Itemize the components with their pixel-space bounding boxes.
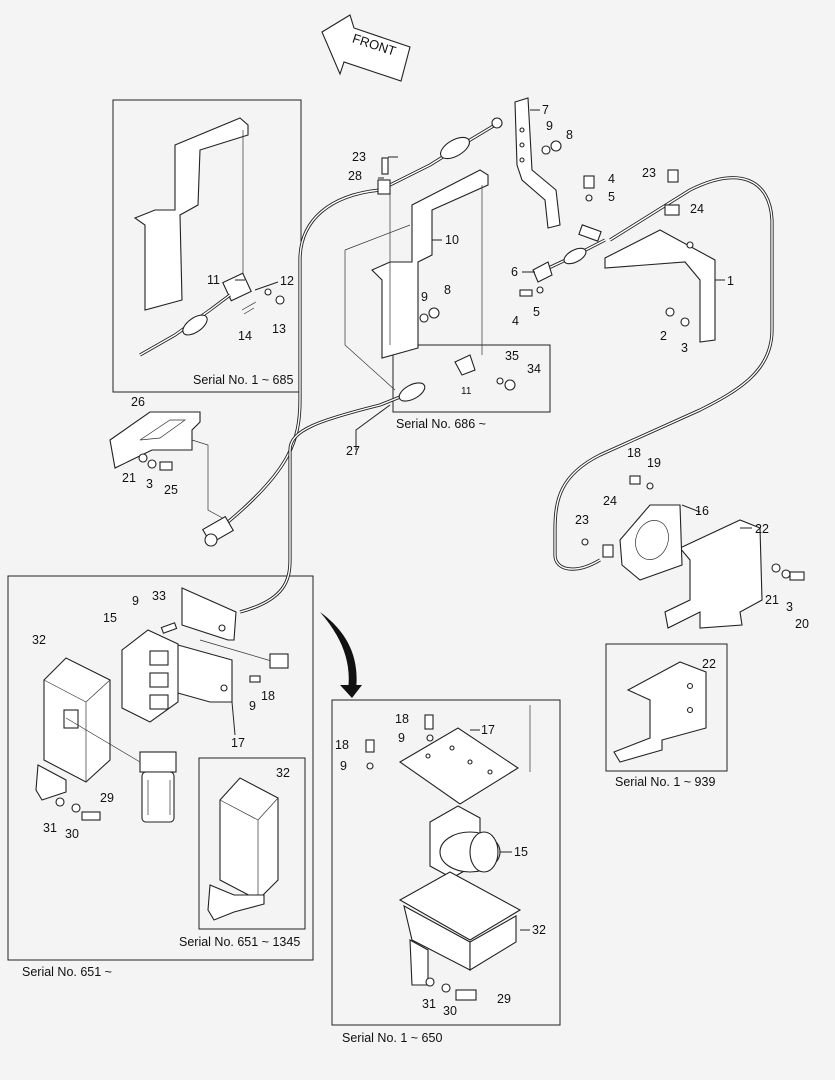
callout-3: 3	[786, 600, 793, 614]
caption-serial-1-650: Serial No. 1 ~ 650	[342, 1031, 442, 1045]
callout-12: 12	[280, 274, 294, 288]
caption-serial-651-1345: Serial No. 651 ~ 1345	[179, 935, 300, 949]
callout-9: 9	[546, 119, 553, 133]
callout-9: 9	[249, 699, 256, 713]
lever-7	[514, 97, 562, 229]
callout-4: 4	[512, 314, 519, 328]
cable-27	[226, 163, 431, 614]
callout-28: 28	[348, 169, 362, 183]
cable-end-right	[519, 169, 680, 297]
callout-15: 15	[514, 845, 528, 859]
callout-23: 23	[642, 166, 656, 180]
callout-23: 23	[575, 513, 589, 527]
callout-7: 7	[542, 103, 549, 117]
callout-35: 35	[505, 349, 519, 363]
callout-32: 32	[32, 633, 46, 647]
callout-29: 29	[100, 791, 114, 805]
box-serial-651-1345	[198, 757, 306, 930]
caption-serial-1-685: Serial No. 1 ~ 685	[193, 373, 293, 387]
box-serial-686	[392, 344, 551, 413]
callout-8: 8	[444, 283, 451, 297]
cover-32-bm	[365, 714, 522, 1001]
front-arrow: FRONT	[321, 14, 411, 82]
callout-32: 32	[532, 923, 546, 937]
box-serial-651	[7, 575, 314, 961]
callout-20: 20	[795, 617, 809, 631]
box-serial-1-650	[331, 699, 561, 1026]
cable-end-top	[377, 117, 503, 195]
caption-serial-1-939: Serial No. 1 ~ 939	[615, 775, 715, 789]
fuel-filter	[65, 717, 177, 823]
callout-22: 22	[755, 522, 769, 536]
callout-3: 3	[681, 341, 688, 355]
cable-bracket-10	[344, 169, 489, 391]
callout-34: 34	[527, 362, 541, 376]
callout-3: 3	[146, 477, 153, 491]
bracket-1	[604, 229, 716, 343]
callout-17: 17	[231, 736, 245, 750]
connector-27	[201, 515, 235, 547]
callout-10: 10	[445, 233, 459, 247]
cover-32-inner	[207, 777, 279, 921]
callout-17: 17	[481, 723, 495, 737]
callout-24: 24	[690, 202, 704, 216]
callout-16: 16	[695, 504, 709, 518]
callout-26: 26	[131, 395, 145, 409]
callout-18: 18	[335, 738, 349, 752]
callout-9: 9	[132, 594, 139, 608]
solenoid-15-bm	[429, 805, 501, 879]
callout-31: 31	[43, 821, 57, 835]
solenoid-15-bl	[121, 629, 179, 723]
curved-arrow	[320, 612, 362, 698]
callout-11: 11	[461, 386, 472, 397]
callout-23: 23	[352, 150, 366, 164]
callout-5: 5	[533, 305, 540, 319]
callout-9: 9	[398, 731, 405, 745]
callout-25: 25	[164, 483, 178, 497]
callout-21: 21	[765, 593, 779, 607]
caption-serial-686: Serial No. 686 ~	[396, 417, 486, 431]
callout-24: 24	[603, 494, 617, 508]
callout-4: 4	[608, 172, 615, 186]
harness-bl	[55, 622, 289, 821]
callouts: 7 9 8 23 28 4 5 23 24 10 11 12 13 14 6 1…	[32, 103, 809, 1018]
cable-loop	[553, 176, 774, 571]
throttle-bracket-old	[133, 117, 285, 357]
callout-9: 9	[421, 290, 428, 304]
callout-14: 14	[238, 329, 252, 343]
cover-32-bl	[35, 657, 111, 801]
leader-lines	[231, 109, 752, 931]
callout-29: 29	[497, 992, 511, 1006]
callout-13: 13	[272, 322, 286, 336]
box-serial-1-939	[605, 643, 728, 772]
bracket-26	[109, 411, 227, 521]
callout-22: 22	[702, 657, 716, 671]
callout-18: 18	[261, 689, 275, 703]
callout-1: 1	[727, 274, 734, 288]
callout-32: 32	[276, 766, 290, 780]
callout-19: 19	[647, 456, 661, 470]
callout-30: 30	[443, 1004, 457, 1018]
plate-17-bm	[398, 705, 531, 805]
callout-33: 33	[152, 589, 166, 603]
bracket-22-inset	[613, 661, 707, 763]
callout-2: 2	[660, 329, 667, 343]
callout-5: 5	[608, 190, 615, 204]
callout-11: 11	[207, 273, 220, 287]
caption-serial-651: Serial No. 651 ~	[22, 965, 112, 979]
callout-30: 30	[65, 827, 79, 841]
callout-18: 18	[627, 446, 641, 460]
callout-8: 8	[566, 128, 573, 142]
callout-21: 21	[122, 471, 136, 485]
callout-15: 15	[103, 611, 117, 625]
callout-31: 31	[422, 997, 436, 1011]
bracket-22-16	[581, 475, 805, 629]
callout-27: 27	[346, 444, 360, 458]
cable-end-686	[398, 307, 516, 402]
callout-6: 6	[511, 265, 518, 279]
callout-9: 9	[340, 759, 347, 773]
callout-18: 18	[395, 712, 409, 726]
